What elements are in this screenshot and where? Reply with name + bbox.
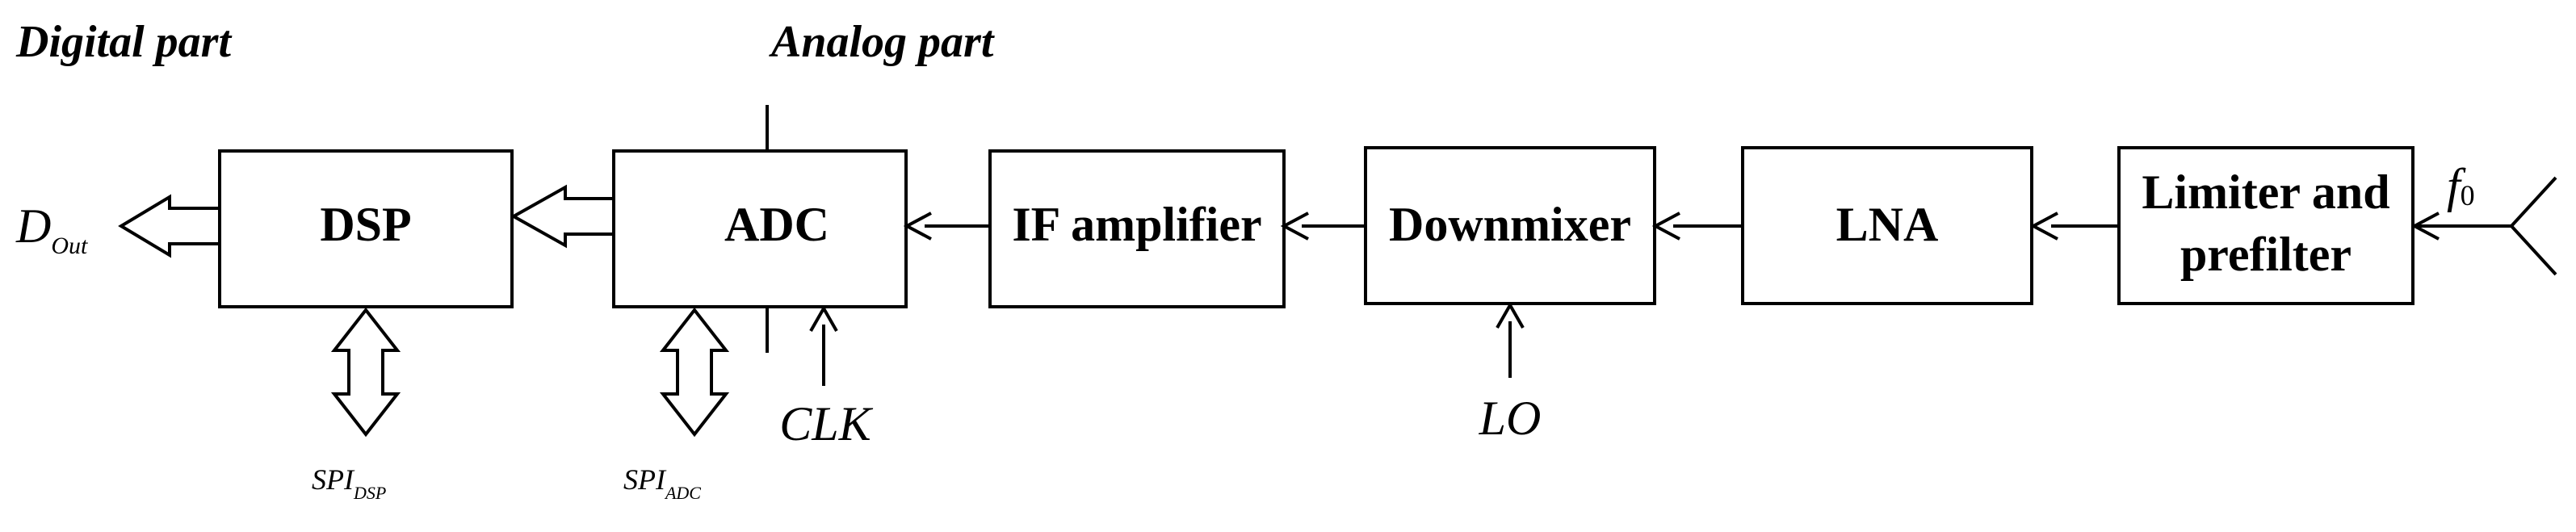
lo-label: LO	[1479, 392, 1542, 445]
f0-label: f0	[2447, 159, 2475, 212]
spi-dsp-bidirectional-arrow	[330, 307, 401, 438]
arrow-downmixer-to-if-amplifier	[1280, 212, 1366, 241]
spi-adc-label: SPIADC	[623, 463, 701, 503]
if-amplifier-block: IF amplifier	[988, 149, 1286, 308]
limiter-label-line2: prefilter	[2180, 228, 2352, 281]
spi-dsp-label: SPIDSP	[312, 463, 386, 503]
analog-part-label: Analog part	[769, 17, 995, 67]
antenna-icon	[2410, 176, 2557, 276]
dout-label: DOut	[15, 199, 88, 259]
clk-label: CLK	[779, 397, 873, 450]
downmixer-block: Downmixer	[1364, 146, 1656, 305]
arrow-lna-to-downmixer	[1651, 212, 1743, 241]
digital-part-label: Digital part	[15, 17, 232, 67]
spi-adc-bidirectional-arrow	[659, 307, 730, 438]
dsp-label: DSP	[320, 198, 411, 251]
adc-block: ADC	[612, 149, 908, 308]
limiter-label-line1: Limiter and	[2142, 165, 2389, 219]
dsp-block: DSP	[218, 149, 514, 308]
lna-label: LNA	[1836, 198, 1939, 251]
lna-block: LNA	[1741, 146, 2033, 305]
arrow-if-amplifier-to-adc	[903, 212, 990, 241]
lo-arrow	[1496, 301, 1525, 378]
if-amplifier-label: IF amplifier	[1012, 198, 1261, 251]
adc-label: ADC	[724, 198, 829, 251]
limiter-prefilter-block: Limiter and prefilter	[2117, 146, 2414, 305]
clk-arrow	[809, 304, 838, 386]
downmixer-label: Downmixer	[1389, 198, 1631, 251]
bus-arrow-adc-to-dsp	[510, 184, 615, 249]
arrow-limiter-to-lna	[2029, 212, 2119, 241]
bus-arrow-dsp-to-dout	[118, 194, 221, 258]
